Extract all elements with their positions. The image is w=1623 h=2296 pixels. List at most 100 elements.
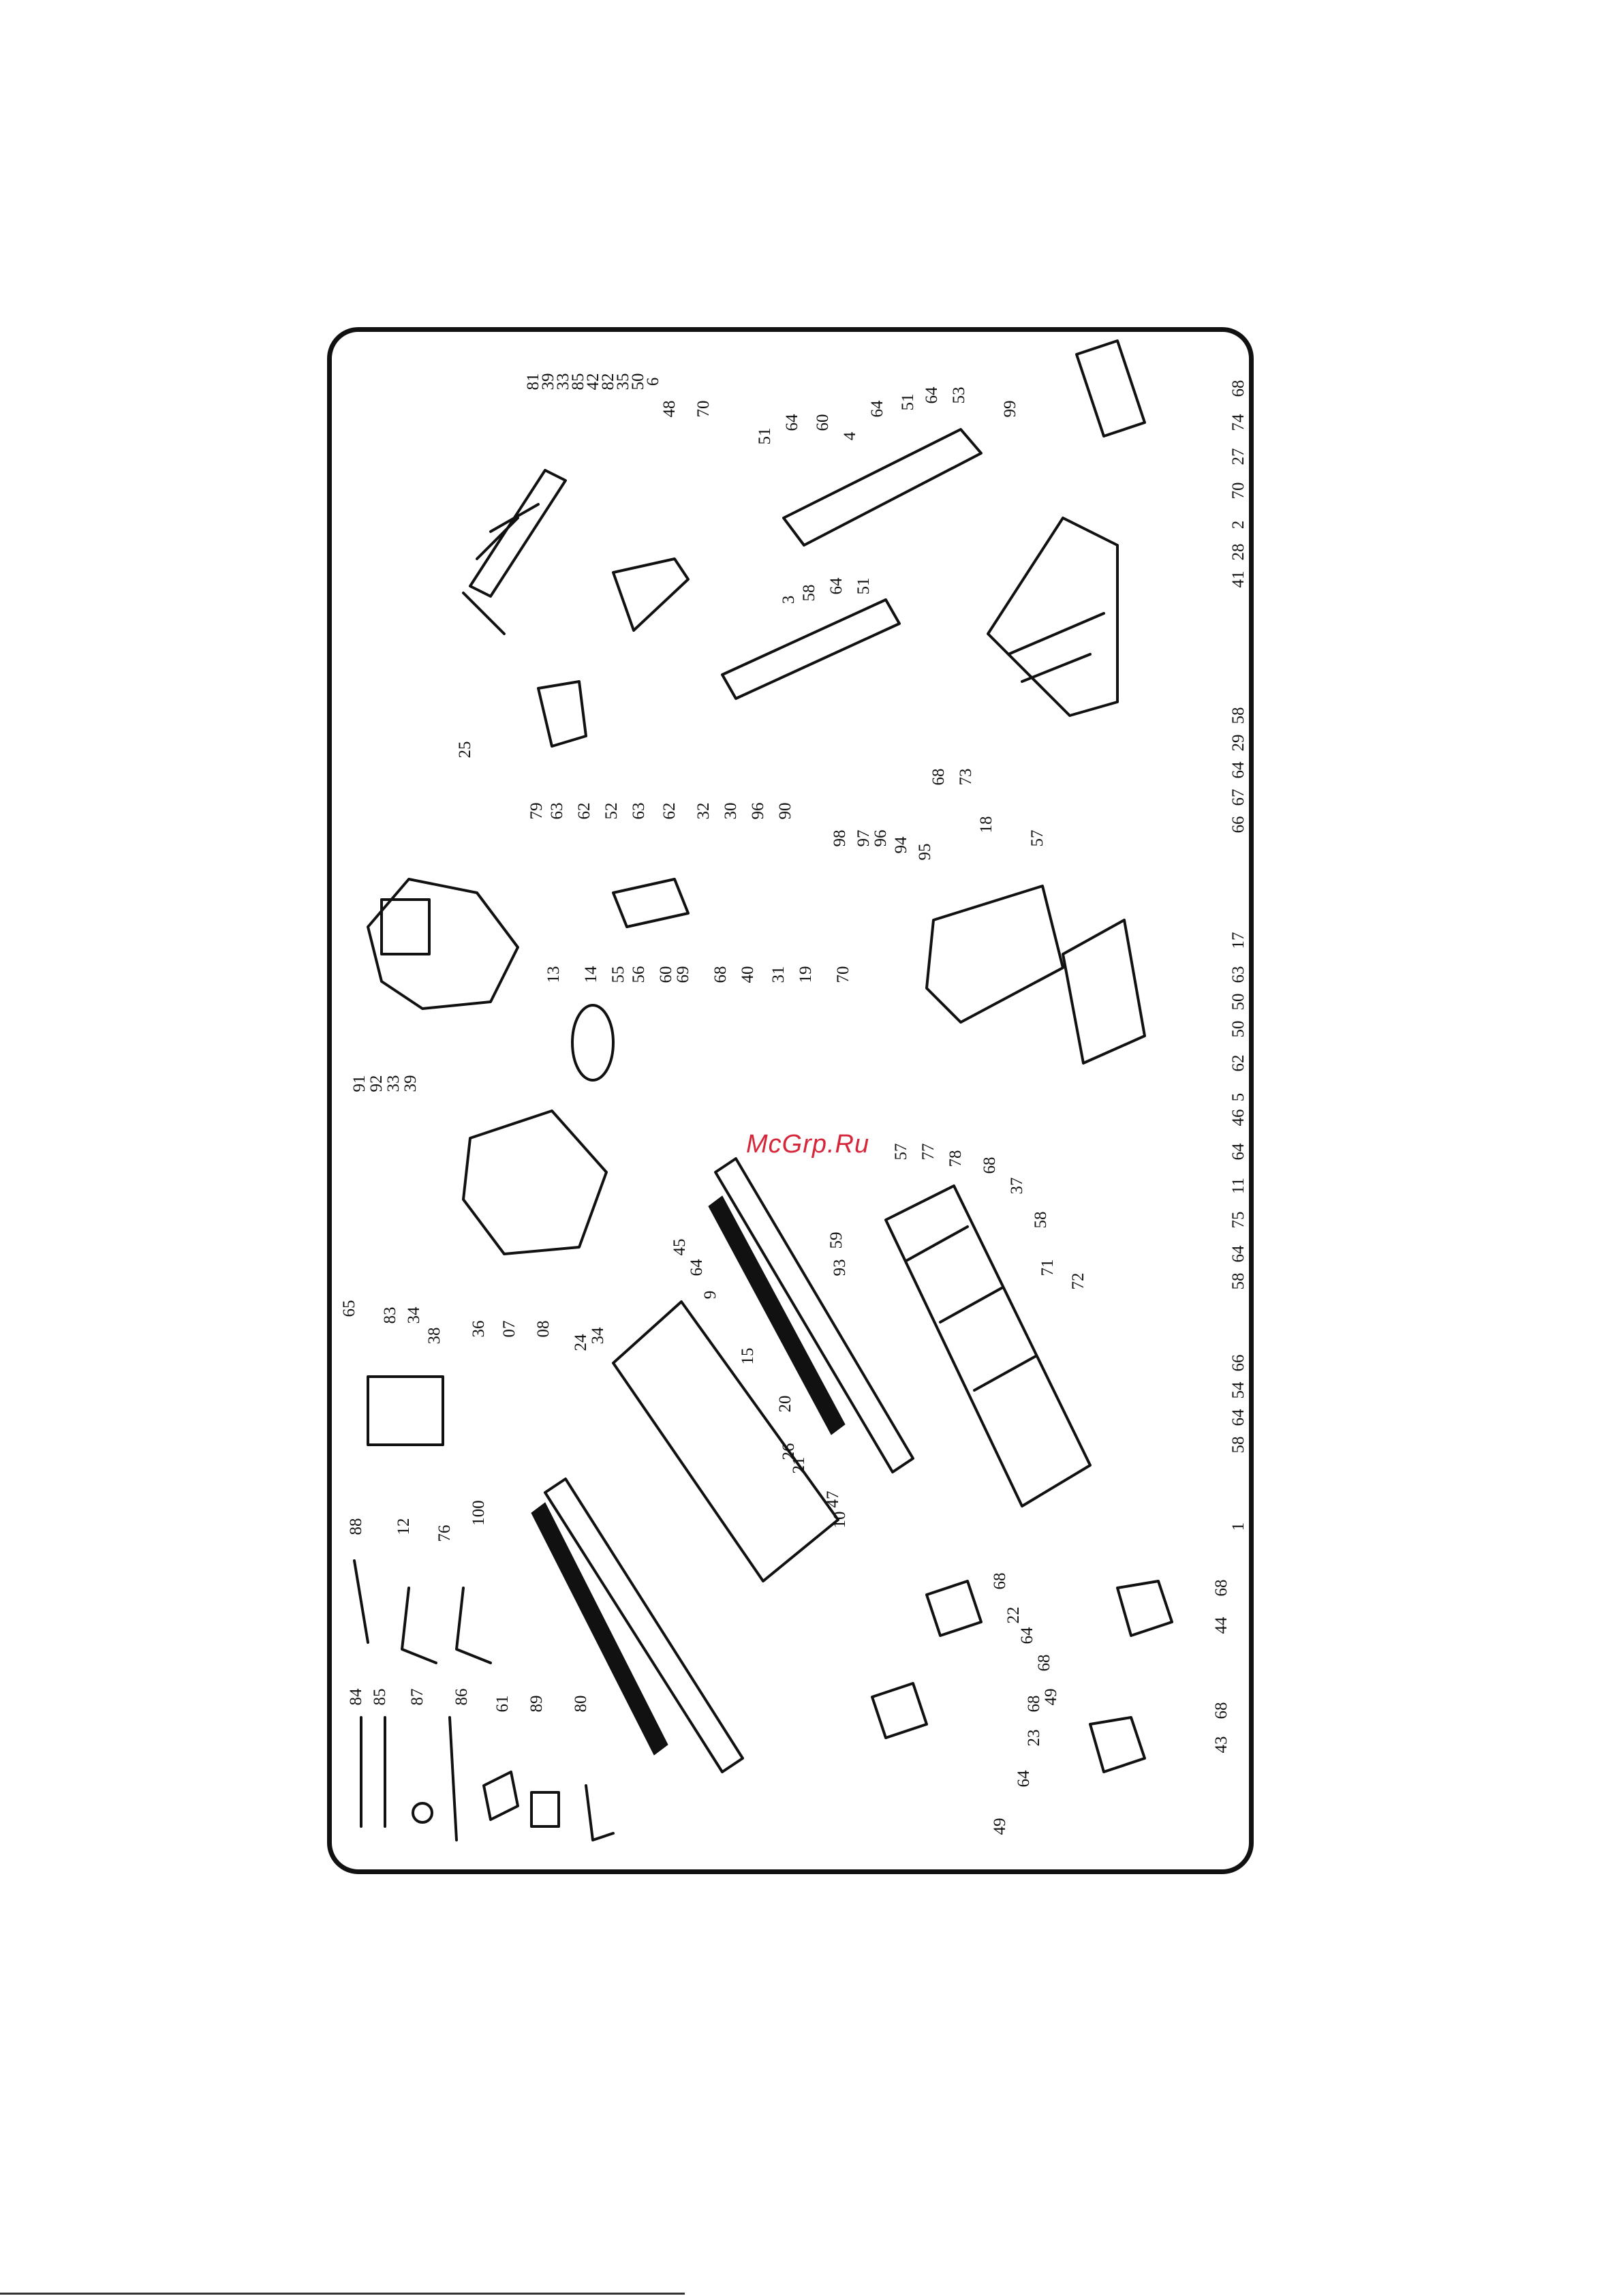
callout-right-handrail-12: 51 — [854, 578, 873, 595]
callout-upright-assembly-3: 85 — [569, 373, 587, 391]
callout-deck-5: 26 — [779, 1443, 798, 1460]
callout-end-caps-6: 23 — [1025, 1730, 1043, 1747]
footer-rule — [0, 2293, 685, 2295]
callout-main-frame-5: 68 — [980, 1157, 999, 1174]
watermark: McGrp.Ru — [746, 1130, 870, 1159]
callout-tools-0: 88 — [347, 1518, 365, 1535]
callout-main-frame-9: 93 — [831, 1259, 849, 1276]
callout-lift-frame-4: 62 — [1229, 1055, 1248, 1072]
callout-base-frame-top-4: 66 — [1229, 816, 1248, 833]
callout-decals-0: 98 — [831, 830, 849, 847]
callout-main-frame-11: 72 — [1069, 1273, 1087, 1290]
tool-61-part — [482, 1771, 519, 1821]
callout-deck-1: 64 — [687, 1259, 706, 1276]
running-deck-part — [612, 1300, 839, 1582]
callout-console-0: 13 — [544, 966, 563, 983]
callout-lift-frame-8: 11 — [1229, 1178, 1248, 1194]
diagram-frame — [327, 327, 1254, 1874]
end-cap-lower-part — [871, 1682, 928, 1739]
callout-motor-parts-4: 63 — [630, 803, 648, 820]
callout-right-handrail-11: 64 — [827, 577, 846, 595]
callout-motor-parts-3: 52 — [602, 803, 621, 820]
callout-decals-4: 95 — [916, 844, 934, 861]
callout-main-frame-2: 57 — [892, 1144, 910, 1161]
base-frame-crossbar-part — [1007, 612, 1105, 683]
callout-tools-3: 84 — [347, 1688, 365, 1706]
upright-bar-part — [469, 469, 567, 598]
side-rail-left-part — [544, 1478, 744, 1773]
callout-console-4: 39 — [401, 1075, 420, 1092]
callout-incline-bracket-3: 70 — [1229, 483, 1248, 500]
callout-end-caps-3: 68 — [1035, 1655, 1053, 1672]
callout-main-frame-3: 77 — [919, 1144, 938, 1161]
callout-incline-bracket-5: 28 — [1229, 544, 1248, 561]
callout-lift-frame-11: 58 — [1229, 1273, 1248, 1290]
motor-cover-plate-part — [925, 885, 1064, 1024]
callout-base-frame-top-0: 58 — [1229, 707, 1248, 724]
controller-box-part — [612, 878, 690, 928]
callout-main-frame-10: 71 — [1038, 1259, 1057, 1276]
callout-base-frame-top-1: 29 — [1229, 735, 1248, 752]
parts-artwork — [353, 339, 1173, 1841]
belt-strip-right-part — [708, 1195, 846, 1435]
callout-console-2: 92 — [367, 1075, 386, 1092]
callout-motor-cover-4: 34 — [589, 1327, 607, 1345]
motor-part — [571, 1004, 615, 1082]
callout-end-caps-10: 44 — [1212, 1617, 1231, 1634]
callout-motor-parts-8: 96 — [749, 803, 767, 820]
handle-grip-part — [537, 680, 587, 748]
callout-motor-parts-5: 62 — [660, 803, 679, 820]
callout-lift-frame-10: 64 — [1229, 1245, 1248, 1263]
callout-left-handrail-1: 70 — [694, 401, 713, 418]
console-display-part — [380, 898, 431, 955]
callout-motor-parts-16: 40 — [739, 966, 757, 983]
upright-crossbar-part — [462, 503, 540, 635]
callout-upright-assembly-1: 39 — [539, 373, 557, 391]
callout-deck-2: 9 — [701, 1291, 720, 1300]
callout-motor-parts-13: 56 — [630, 966, 648, 983]
callout-tools-8: 89 — [527, 1696, 546, 1713]
callout-upright-assembly-0: 81 — [524, 373, 542, 391]
callout-main-frame-7: 58 — [1032, 1212, 1050, 1229]
tool-88-part — [353, 1559, 369, 1644]
callout-tools-1: 12 — [395, 1518, 413, 1535]
callout-lift-frame-9: 75 — [1229, 1212, 1248, 1229]
callout-end-caps-0: 68 — [991, 1573, 1009, 1590]
callout-motor-parts-2: 62 — [575, 803, 593, 820]
callout-incline-bracket-6: 41 — [1229, 571, 1248, 588]
callout-incline-bracket-1: 74 — [1229, 414, 1248, 431]
callout-deck-3: 15 — [739, 1348, 757, 1365]
callout-upright-assembly-7: 50 — [629, 373, 647, 391]
callout-right-handrail-0: 51 — [756, 428, 774, 445]
console-bracket-part — [367, 1375, 444, 1446]
callout-upright-assembly-8: 6 — [644, 378, 662, 386]
base-frame-upper-part — [987, 517, 1119, 717]
right-handrail-upper-part — [782, 428, 983, 547]
callout-main-frame-0: 19 — [797, 966, 815, 983]
callout-main-frame-12: 66 — [1229, 1355, 1248, 1372]
callout-base-frame-top-7: 18 — [977, 816, 995, 833]
callout-motor-cover-5: 38 — [425, 1328, 444, 1345]
callout-end-caps-1: 22 — [1004, 1607, 1023, 1624]
callout-main-frame-8: 59 — [827, 1232, 846, 1249]
end-cap-upper-part — [925, 1580, 983, 1637]
callout-main-frame-6: 37 — [1008, 1178, 1026, 1195]
callout-tools-6: 86 — [452, 1689, 471, 1706]
callout-upright-assembly-2: 33 — [554, 373, 572, 391]
callout-end-caps-7: 64 — [1015, 1770, 1033, 1788]
tool-12-part — [401, 1587, 437, 1664]
callout-end-caps-11: 68 — [1212, 1702, 1231, 1719]
side-rail-right-part — [714, 1157, 914, 1473]
callout-end-caps-5: 68 — [1025, 1696, 1043, 1713]
callout-tools-2: 76 — [435, 1525, 454, 1542]
